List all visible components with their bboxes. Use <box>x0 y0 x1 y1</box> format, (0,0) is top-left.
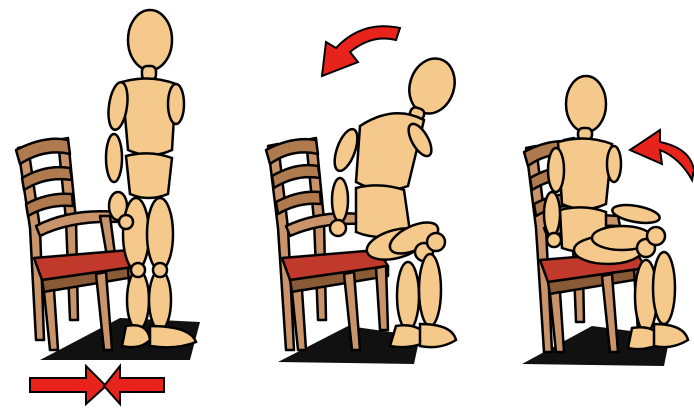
mannequin-standing <box>106 10 196 347</box>
arrow-right-icon <box>30 366 106 404</box>
panel-3-seated <box>522 76 694 366</box>
inward-feet-arrows <box>30 366 164 404</box>
arrow-left-icon <box>104 366 164 404</box>
head <box>128 10 172 70</box>
curved-arrow-up-left-icon <box>630 130 694 180</box>
curved-arrow-left-icon <box>322 26 400 76</box>
head <box>566 76 606 132</box>
panel-1-standing <box>16 10 200 404</box>
panel-2-sitting-down <box>266 26 462 364</box>
mannequin-seated <box>544 76 688 349</box>
